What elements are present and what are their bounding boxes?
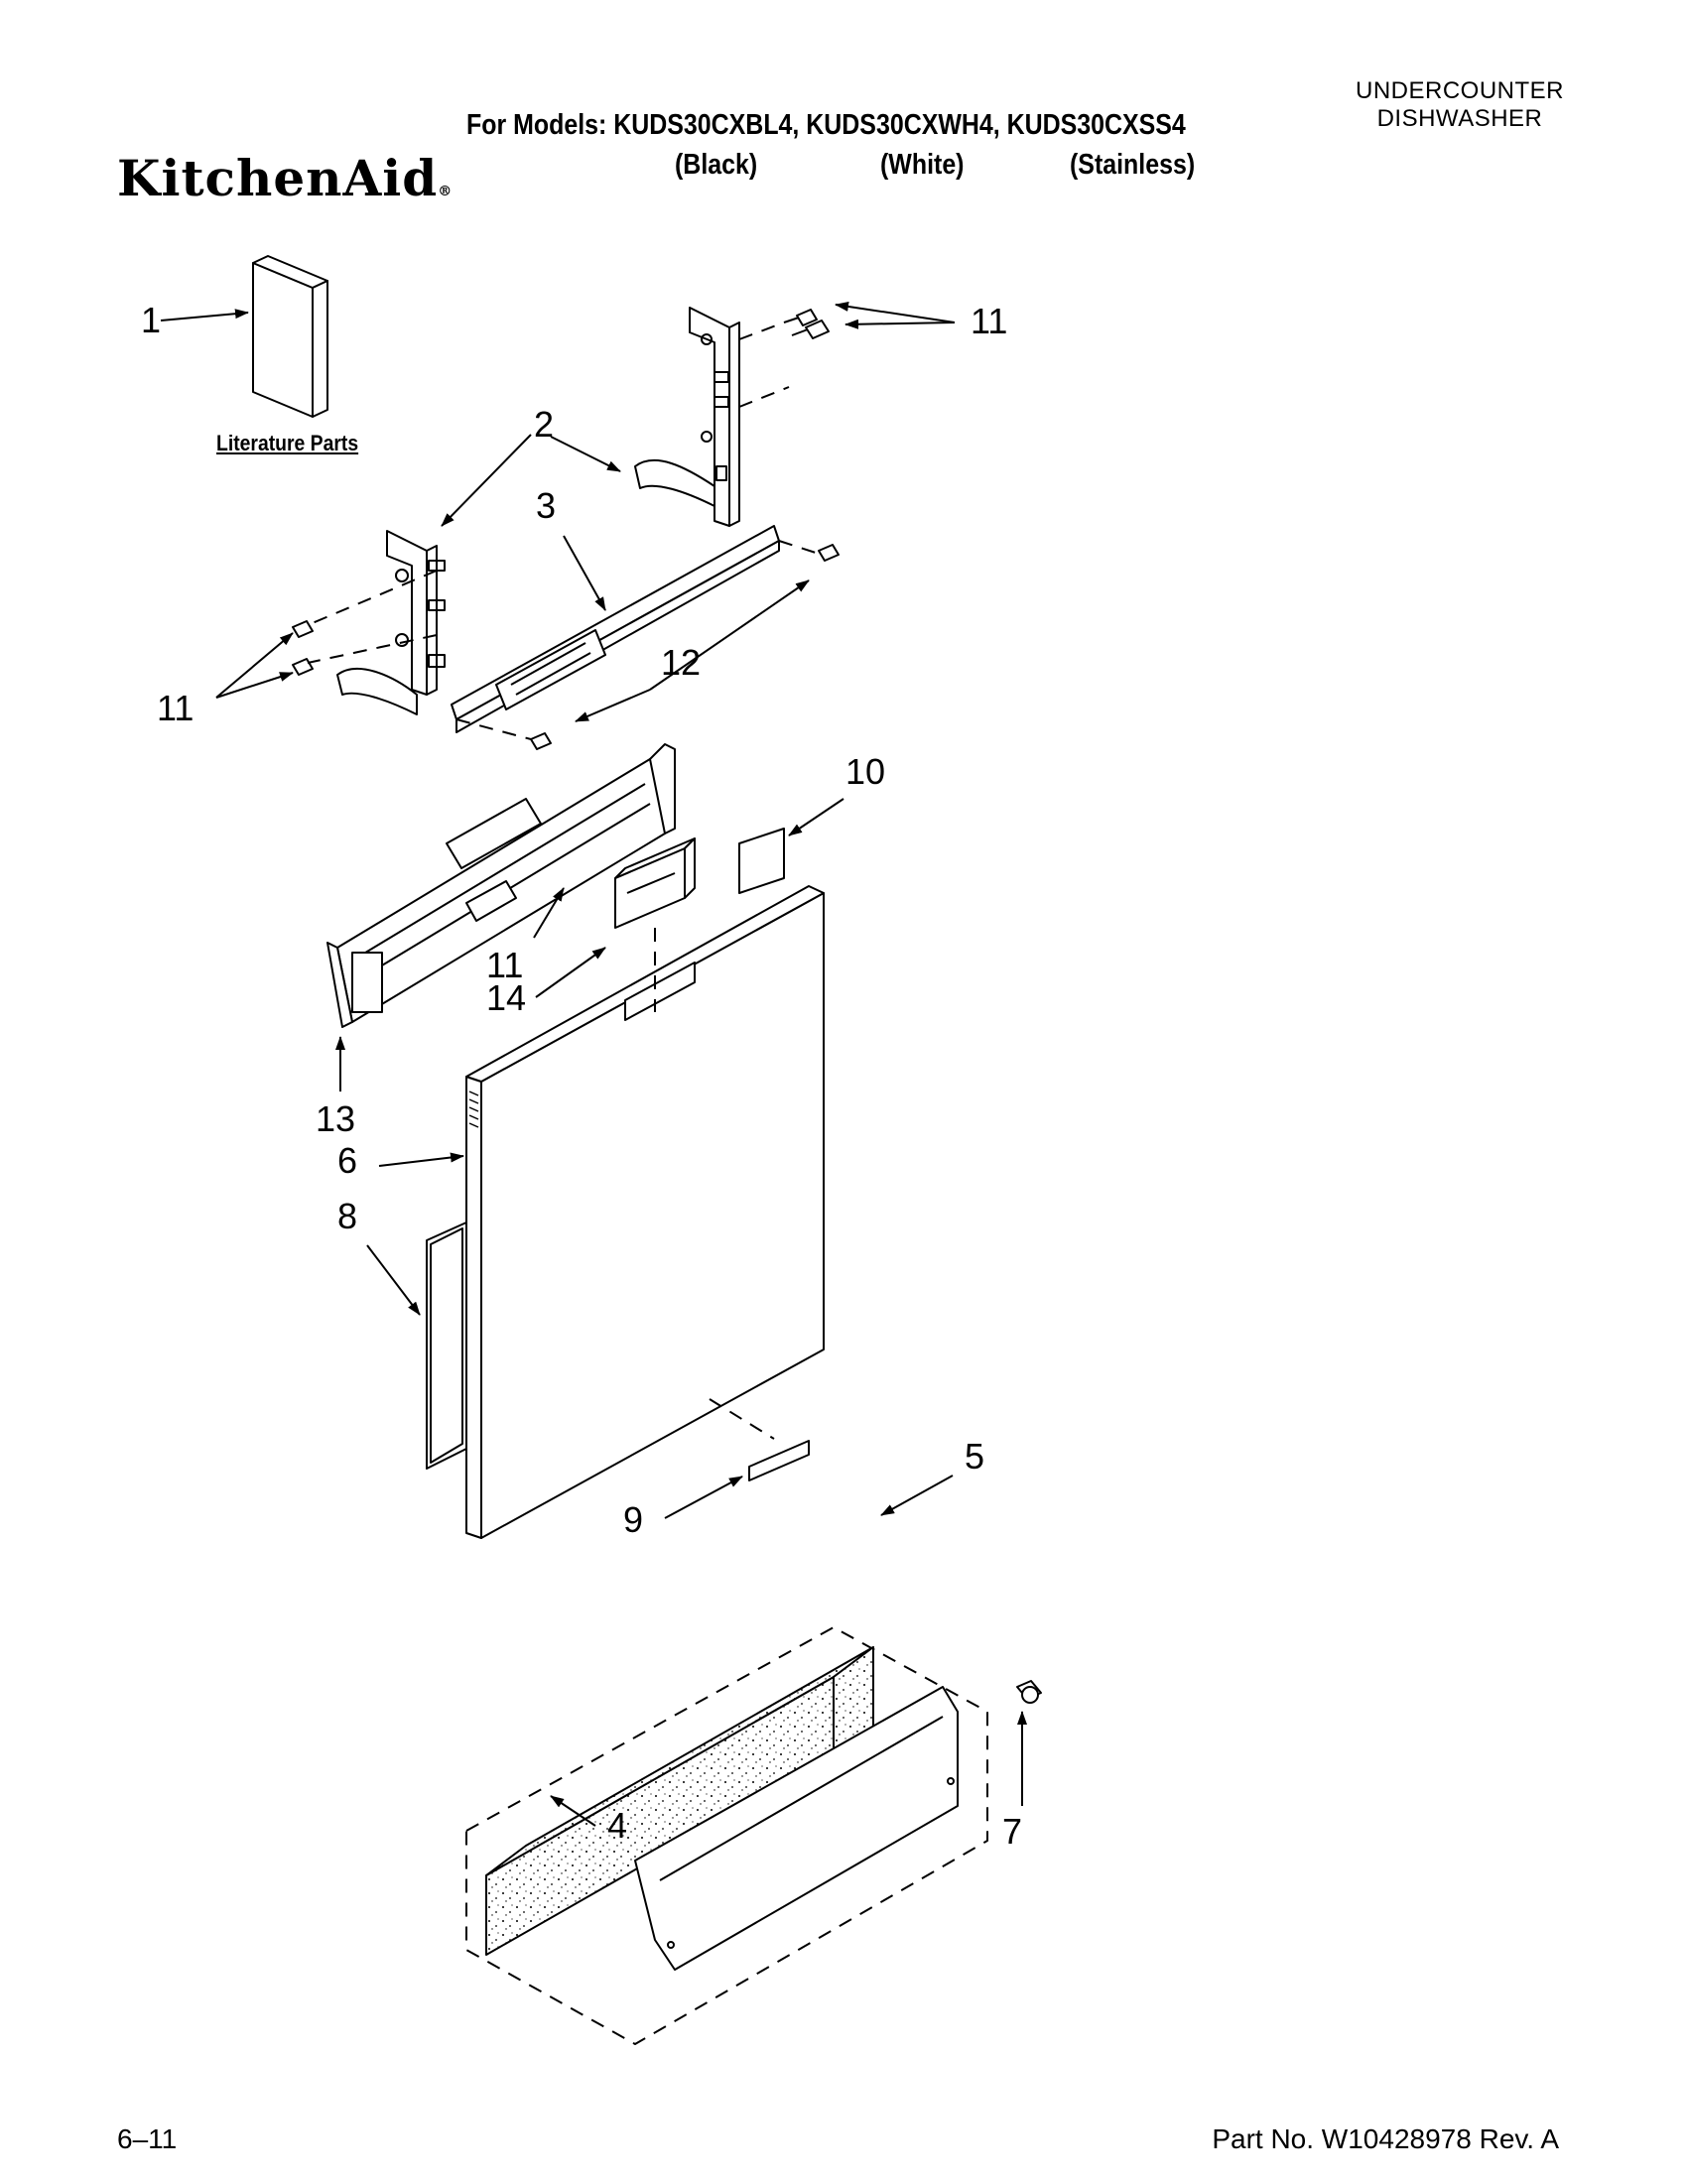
brand-registered-mark: ®	[438, 184, 454, 199]
category-line-1: UNDERCOUNTER	[1356, 77, 1564, 104]
callout-13: 13	[316, 1098, 355, 1139]
part-toekick-assembly	[465, 1626, 988, 2045]
callout-4: 4	[607, 1805, 627, 1846]
brand-name: KitchenAid	[117, 149, 439, 207]
callout-11-console: 11	[486, 945, 523, 985]
callout-10: 10	[845, 751, 885, 792]
screws-left	[292, 620, 314, 676]
part-literature-booklet	[252, 255, 328, 418]
callout-5: 5	[965, 1436, 984, 1477]
part-door-gasket	[426, 1221, 467, 1470]
models-line: For Models: KUDS30CXBL4, KUDS30CXWH4, KU…	[466, 109, 1186, 141]
callout-9: 9	[623, 1499, 643, 1540]
part-mounting-bracket-right	[634, 307, 740, 527]
literature-parts-label: Literature Parts	[216, 431, 359, 455]
callout-11-top-right: 11	[971, 301, 1007, 341]
callout-12: 12	[661, 642, 701, 683]
variant-black: (Black)	[675, 149, 758, 181]
brand-logo: KitchenAid®	[117, 149, 453, 207]
part-toekick-panel	[634, 1686, 959, 1971]
callout-2: 2	[534, 404, 554, 445]
part-number: Part No. W10428978 Rev. A	[1212, 2123, 1559, 2154]
callout-14: 14	[486, 977, 526, 1018]
callout-1: 1	[141, 300, 161, 340]
callout-6: 6	[337, 1140, 357, 1181]
part-badge	[748, 1440, 810, 1481]
variant-stainless: (Stainless)	[1070, 149, 1196, 181]
screws-panel	[530, 544, 840, 750]
page-code: 6–11	[117, 2123, 178, 2154]
part-mounting-bracket-left	[336, 530, 446, 715]
part-console-assembly	[326, 743, 676, 1028]
part-label	[738, 828, 785, 894]
callout-8: 8	[337, 1196, 357, 1236]
callout-11-left: 11	[157, 688, 194, 728]
appliance-category: UNDERCOUNTER DISHWASHER	[1331, 77, 1589, 133]
part-door-handle	[614, 837, 696, 929]
callout-7: 7	[1002, 1811, 1022, 1852]
part-top-panel-bar	[451, 525, 780, 733]
part-door-panel	[465, 885, 825, 1539]
callout-3: 3	[536, 485, 556, 526]
part-toekick-screw	[1016, 1680, 1042, 1704]
variant-white: (White)	[880, 149, 965, 181]
category-line-2: DISHWASHER	[1376, 105, 1543, 132]
screws-top-right	[783, 309, 830, 339]
